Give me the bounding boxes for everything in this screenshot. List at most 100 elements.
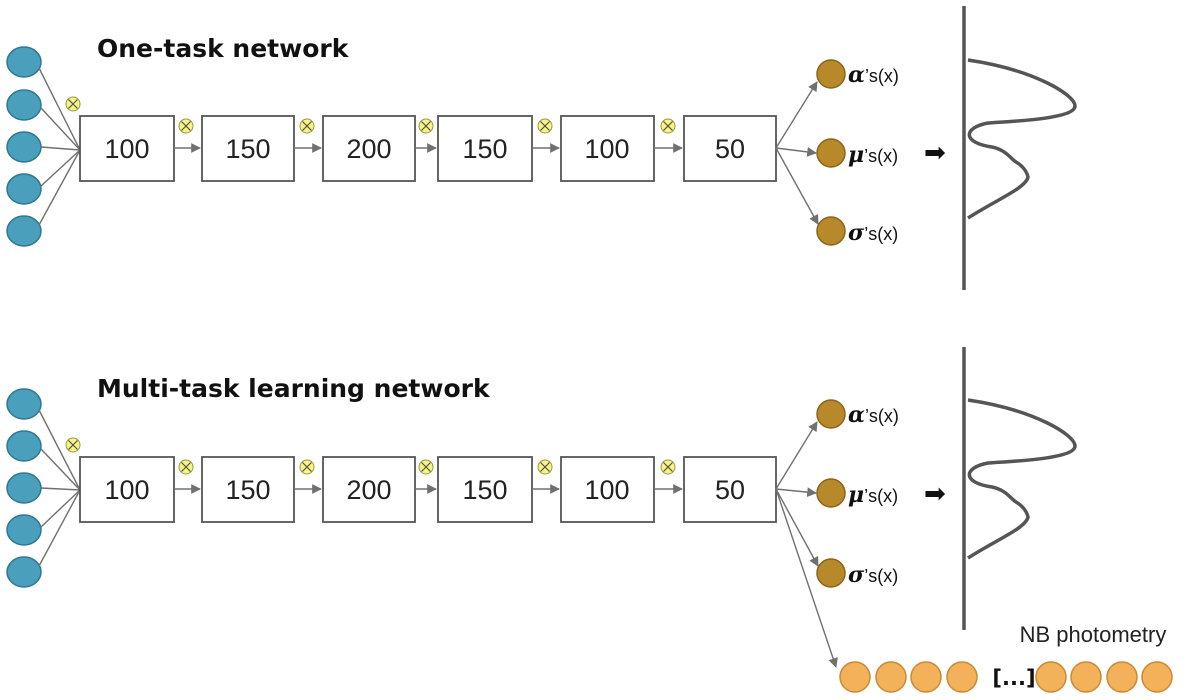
dropout-markers	[65, 96, 676, 134]
hidden-layer-label: 150	[462, 134, 507, 164]
output-arrow	[775, 421, 818, 490]
right-arrow-icon: ➡	[924, 479, 946, 509]
hidden-layer-label: 100	[104, 134, 149, 164]
dropout-icon	[65, 437, 81, 453]
input-node	[6, 388, 42, 420]
output-arrow	[775, 147, 817, 157]
hidden-layer-box	[683, 456, 777, 523]
output-edges	[775, 81, 819, 225]
hidden-layer-label: 150	[225, 134, 270, 164]
right-arrow-icon: ➡	[924, 138, 946, 168]
one-task-title: One-task network	[97, 34, 350, 63]
output-arrow	[775, 487, 817, 497]
hidden-layer-box	[79, 456, 175, 523]
input-node	[6, 173, 42, 205]
hidden-layer-box	[201, 115, 295, 182]
multi-task-title: Multi-task learning network	[97, 374, 491, 403]
input-edge	[38, 149, 81, 226]
dropout-icon	[299, 459, 315, 475]
pdf-plot	[962, 347, 1077, 630]
output-node	[816, 478, 846, 508]
input-edge	[40, 107, 81, 151]
hidden-layer-label: 200	[346, 475, 391, 505]
dropout-icon	[660, 118, 676, 134]
hidden-layer-box	[437, 456, 533, 523]
dropout-icon	[660, 459, 676, 475]
input-edge	[40, 149, 81, 187]
input-node	[6, 131, 42, 163]
output-node	[816, 138, 846, 168]
dropout-markers	[65, 437, 676, 475]
hidden-layers: 100 150 200 150 100 50	[79, 115, 777, 182]
nb-node	[910, 661, 942, 693]
hidden-layer-box	[683, 115, 777, 182]
output-label-mu: μ’s(x)	[848, 142, 898, 168]
input-edge	[38, 409, 81, 491]
hidden-layers: 100 150 200 150 100 50	[79, 456, 777, 523]
output-node	[816, 216, 846, 246]
dropout-icon	[537, 459, 553, 475]
hidden-layer-box	[322, 456, 416, 523]
input-layer	[6, 46, 42, 247]
nb-node	[1141, 661, 1173, 693]
nb-node	[946, 661, 978, 693]
output-layer: α’s(x) μ’s(x) σ’s(x)	[816, 59, 899, 246]
input-node	[6, 430, 42, 462]
input-edges	[38, 409, 81, 567]
dropout-icon	[65, 96, 81, 112]
hidden-layer-label: 100	[584, 475, 629, 505]
hidden-layer-label: 50	[715, 475, 745, 505]
dropout-icon	[418, 118, 434, 134]
hidden-layer-label: 150	[462, 475, 507, 505]
output-arrow	[775, 488, 819, 567]
input-node	[6, 556, 42, 588]
nb-node	[839, 661, 871, 693]
hidden-layer-box	[560, 115, 655, 182]
nb-photometry-label: NB photometry	[1020, 622, 1167, 647]
output-label-mu: μ’s(x)	[848, 482, 898, 508]
input-edge	[38, 67, 81, 151]
input-edge	[40, 487, 81, 491]
hidden-layer-box	[560, 456, 655, 523]
output-node	[816, 558, 846, 588]
input-layer	[6, 388, 42, 588]
hidden-layer-box	[201, 456, 295, 523]
output-arrow	[775, 147, 819, 225]
nb-photometry-output: NB photometry [...]	[839, 622, 1173, 693]
nb-ellipsis: [...]	[992, 666, 1035, 690]
nb-photometry-arrow	[775, 488, 838, 668]
nb-node	[1106, 661, 1138, 693]
output-arrow	[775, 81, 818, 149]
hidden-layer-box	[437, 115, 533, 182]
input-node	[6, 46, 42, 78]
input-edge	[40, 489, 81, 528]
output-edges	[775, 421, 838, 668]
input-edge	[40, 448, 81, 491]
input-edge	[38, 489, 81, 567]
dropout-icon	[178, 459, 194, 475]
output-layer: α’s(x) μ’s(x) σ’s(x)	[816, 399, 899, 588]
nb-node	[875, 661, 907, 693]
dropout-icon	[178, 118, 194, 134]
hidden-layer-label: 50	[715, 134, 745, 164]
dropout-icon	[537, 118, 553, 134]
output-label-alpha: α’s(x)	[848, 402, 899, 428]
hidden-layer-box	[322, 115, 416, 182]
pdf-curve	[967, 398, 1077, 560]
output-node	[816, 59, 846, 89]
dropout-icon	[299, 118, 315, 134]
dropout-icon	[418, 459, 434, 475]
output-label-sigma: σ’s(x)	[848, 562, 898, 588]
nb-node	[1035, 661, 1067, 693]
one-task-panel: One-task network 100 150 200 150	[6, 6, 1077, 290]
input-node	[6, 514, 42, 546]
output-label-sigma: σ’s(x)	[848, 220, 898, 246]
input-edges	[38, 67, 81, 226]
input-node	[6, 472, 42, 504]
output-label-alpha: α’s(x)	[848, 62, 899, 88]
multi-task-panel: Multi-task learning network 100 150 200 …	[6, 347, 1173, 693]
pdf-plot	[962, 6, 1077, 290]
input-node	[6, 215, 42, 247]
input-node	[6, 89, 42, 121]
